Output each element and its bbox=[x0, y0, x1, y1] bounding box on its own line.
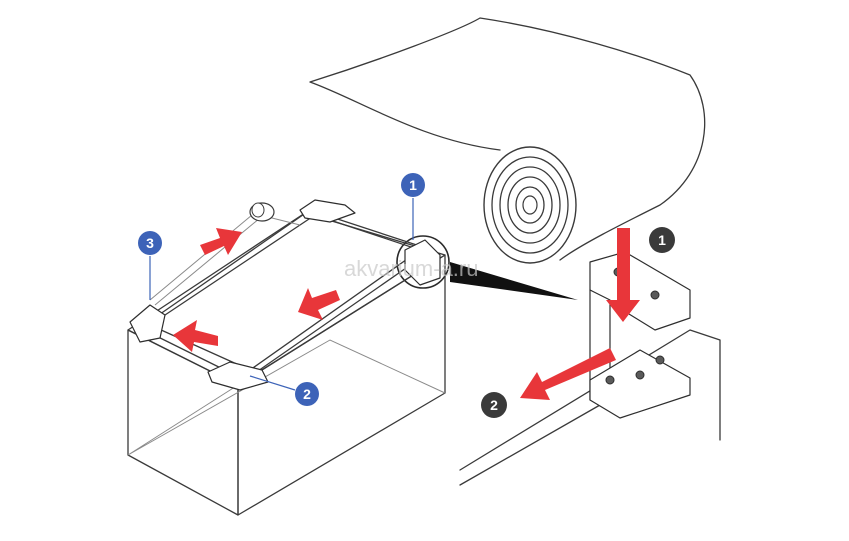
callout-number: 3 bbox=[146, 235, 154, 251]
clip-hole bbox=[655, 355, 665, 365]
aquarium-tank bbox=[127, 199, 446, 516]
callout-number: 1 bbox=[658, 232, 666, 248]
magnifier-leader bbox=[396, 235, 578, 300]
corner-clip-right bbox=[404, 239, 441, 286]
corner-clip-left bbox=[129, 304, 166, 343]
glass-pane-top bbox=[459, 329, 721, 471]
callout-tank-2: 2 bbox=[249, 375, 319, 406]
clip-hole bbox=[605, 375, 615, 385]
leader-wedge bbox=[450, 262, 578, 300]
arrow-top-rim bbox=[298, 288, 340, 320]
callout-detail-1: 1 bbox=[649, 227, 675, 253]
magnifier-circle bbox=[396, 235, 450, 289]
clip-bottom-plate bbox=[589, 349, 691, 419]
pulley-wheel bbox=[249, 202, 275, 222]
callout-detail-2: 2 bbox=[481, 392, 507, 418]
watermark: akvarium-a.ru bbox=[344, 256, 478, 281]
arrow-down-detail bbox=[606, 228, 640, 322]
callout-number: 2 bbox=[303, 386, 311, 402]
tank-top-rim bbox=[127, 212, 446, 386]
string-lines bbox=[149, 209, 301, 306]
callout-number: 1 bbox=[409, 177, 417, 193]
glass-pane-lower bbox=[459, 404, 601, 486]
film-coil bbox=[483, 146, 577, 264]
callout-tank-3: 3 bbox=[138, 231, 162, 300]
film-sheet bbox=[309, 17, 706, 261]
callout-number: 2 bbox=[490, 397, 498, 413]
callout-tank-1: 1 bbox=[401, 173, 425, 240]
clip-hole bbox=[635, 370, 645, 380]
clip-hole bbox=[650, 290, 660, 300]
tank-right-face bbox=[237, 254, 446, 516]
arrow-front-rim bbox=[173, 320, 218, 352]
arrow-string bbox=[200, 228, 242, 255]
film-roll bbox=[309, 17, 706, 264]
corner-clip-detail bbox=[589, 251, 691, 419]
arrow-pull-detail bbox=[520, 348, 616, 400]
corner-clip-back bbox=[299, 199, 356, 223]
glass-edge-detail bbox=[459, 228, 721, 486]
